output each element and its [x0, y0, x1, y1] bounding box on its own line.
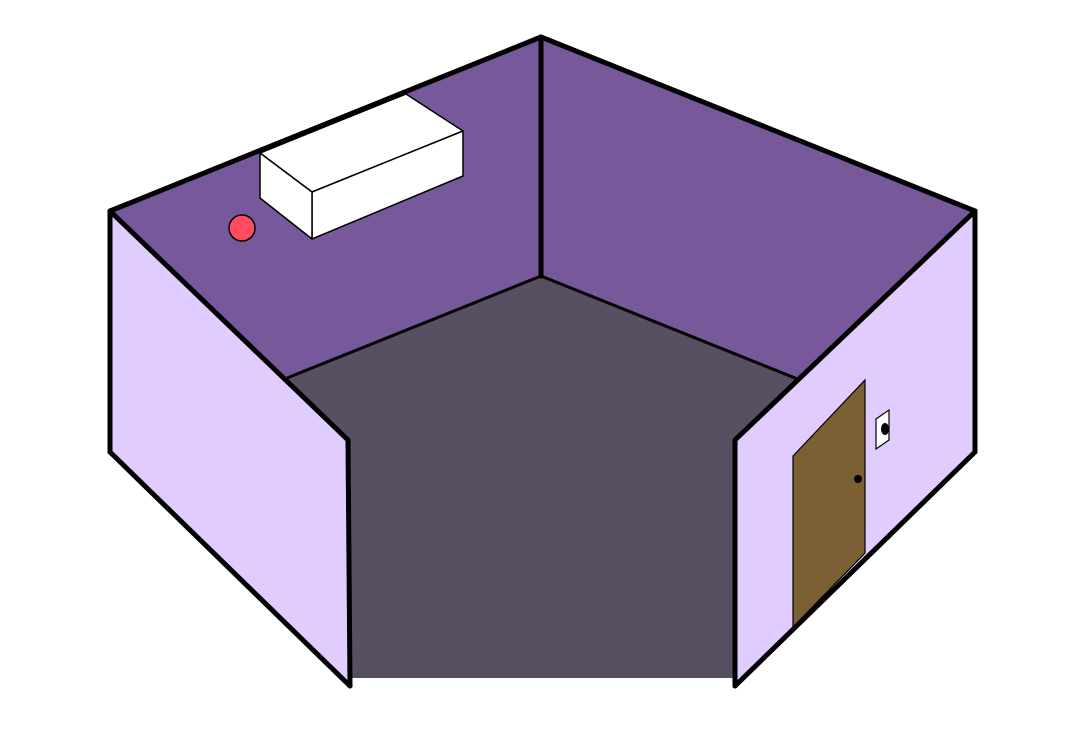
- red-button[interactable]: [228, 214, 256, 242]
- door-knob[interactable]: [854, 475, 862, 483]
- room-outline: [107, 34, 978, 689]
- floor: [287, 276, 800, 678]
- door[interactable]: [792, 378, 866, 629]
- floor-edges: [286, 274, 801, 382]
- back-right-wall: [541, 37, 975, 380]
- ac-side-face: [259, 152, 313, 240]
- air-conditioner[interactable]: [259, 93, 464, 240]
- light-switch-toggle[interactable]: [881, 423, 889, 435]
- left-wall: [110, 211, 350, 686]
